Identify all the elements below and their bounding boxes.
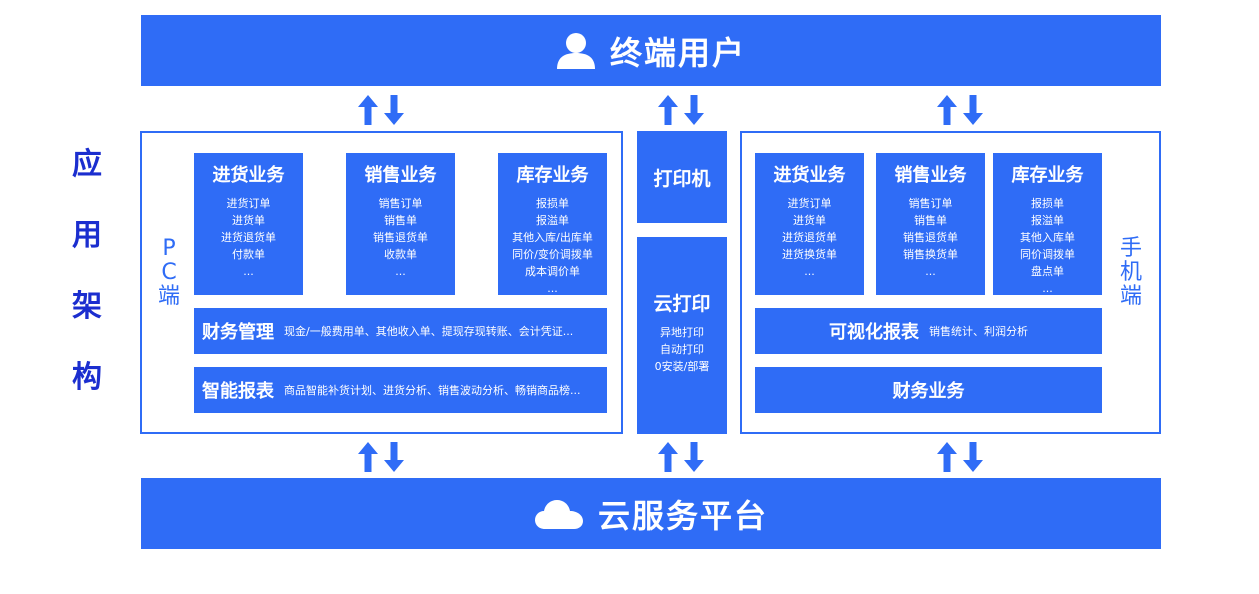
module-item: 进货订单 [787, 197, 832, 210]
bar-title: 财务业务 [892, 381, 965, 402]
module-title: 库存业务 [1011, 165, 1084, 186]
pc-finance-bar: 财务管理 现金/一般费用单、其他收入单、提现存现转账、会计凭证... [194, 308, 607, 354]
module-item: 报溢单 [1031, 214, 1064, 227]
module-title: 销售业务 [894, 165, 967, 186]
user-icon [556, 32, 596, 70]
pc-side-label: P C 端 [157, 236, 180, 309]
up-down-arrows-icon [937, 95, 983, 125]
cloud-print-box: 云打印 异地打印 自动打印 0安装/部署 [637, 237, 727, 434]
module-item: ... [1042, 282, 1053, 295]
pc-inventory-module: 库存业务 报损单 报溢单 其他入库/出库单 同价/变价调拨单 成本调价单 ... [498, 153, 607, 295]
title-char: 用 [72, 218, 102, 253]
pc-report-bar: 智能报表 商品智能补货计划、进货分析、销售波动分析、畅销商品榜... [194, 367, 607, 413]
module-item: 异地打印 [660, 326, 704, 339]
module-item: 0安装/部署 [654, 360, 710, 373]
module-item: 其他入库/出库单 [512, 231, 593, 244]
module-item: 其他入库单 [1020, 231, 1075, 244]
module-item: ... [925, 265, 936, 278]
bar-desc: 商品智能补货计划、进货分析、销售波动分析、畅销商品榜... [284, 384, 581, 397]
bar-title: 财务管理 [202, 322, 274, 343]
pc-purchase-module: 进货业务 进货订单 进货单 进货退货单 付款单 ... [194, 153, 303, 295]
title-char: 应 [72, 147, 102, 182]
module-item: ... [804, 265, 815, 278]
module-item: 销售单 [914, 214, 947, 227]
up-down-arrows-icon [937, 442, 983, 472]
module-item: 销售单 [384, 214, 417, 227]
module-item: 进货换货单 [782, 248, 837, 261]
printer-label: 打印机 [653, 167, 711, 190]
module-title: 进货业务 [773, 165, 846, 186]
cloud-platform-label: 云服务平台 [597, 496, 768, 535]
mobile-visual-report-bar: 可视化报表 销售统计、利润分析 [755, 308, 1102, 354]
cloud-platform-banner: 云服务平台 [141, 478, 1161, 549]
module-item: 销售订单 [378, 197, 423, 210]
module-item: 进货单 [793, 214, 826, 227]
module-item: 销售退货单 [373, 231, 428, 244]
up-down-arrows-icon [358, 442, 404, 472]
module-title: 销售业务 [364, 165, 437, 186]
printer-box: 打印机 [637, 131, 727, 223]
module-title: 进货业务 [212, 165, 285, 186]
mobile-inventory-module: 库存业务 报损单 报溢单 其他入库单 同价调拨单 盘点单 ... [993, 153, 1102, 295]
cloud-icon [534, 498, 584, 530]
pc-sales-module: 销售业务 销售订单 销售单 销售退货单 收款单 ... [346, 153, 455, 295]
module-item: 进货退货单 [782, 231, 837, 244]
module-item: 自动打印 [660, 343, 704, 356]
bar-title: 可视化报表 [829, 322, 919, 343]
mobile-purchase-module: 进货业务 进货订单 进货单 进货退货单 进货换货单 ... [755, 153, 864, 295]
module-item: 报损单 [536, 197, 569, 210]
module-item: 付款单 [232, 248, 265, 261]
module-item: 报溢单 [536, 214, 569, 227]
bar-title: 智能报表 [202, 381, 274, 402]
module-item: ... [395, 265, 406, 278]
mobile-sales-module: 销售业务 销售订单 销售单 销售退货单 销售换货单 ... [876, 153, 985, 295]
module-item: 进货退货单 [221, 231, 276, 244]
module-item: 销售订单 [908, 197, 953, 210]
module-item: 同价/变价调拨单 [512, 248, 593, 261]
module-item: 进货订单 [226, 197, 271, 210]
title-char: 架 [72, 289, 102, 324]
end-user-banner: 终端用户 [141, 15, 1161, 86]
module-item: 报损单 [1031, 197, 1064, 210]
up-down-arrows-icon [358, 95, 404, 125]
module-item: 同价调拨单 [1020, 248, 1075, 261]
module-item: 销售换货单 [903, 248, 958, 261]
bar-desc: 销售统计、利润分析 [929, 325, 1028, 338]
up-down-arrows-icon [658, 442, 704, 472]
diagram-title: 应 用 架 构 [62, 150, 112, 434]
title-char: 构 [72, 360, 102, 395]
module-item: 成本调价单 [525, 265, 580, 278]
module-title: 库存业务 [516, 165, 589, 186]
mobile-finance-bar: 财务业务 [755, 367, 1102, 413]
bar-desc: 现金/一般费用单、其他收入单、提现存现转账、会计凭证... [284, 325, 574, 338]
module-item: 盘点单 [1031, 265, 1064, 278]
module-item: 销售退货单 [903, 231, 958, 244]
module-item: ... [547, 282, 558, 295]
end-user-label: 终端用户 [609, 33, 746, 72]
module-title: 云打印 [653, 293, 711, 315]
up-down-arrows-icon [658, 95, 704, 125]
module-item: 进货单 [232, 214, 265, 227]
mobile-side-label: 手 机 端 [1119, 236, 1142, 309]
module-item: 收款单 [384, 248, 417, 261]
module-item: ... [243, 265, 254, 278]
